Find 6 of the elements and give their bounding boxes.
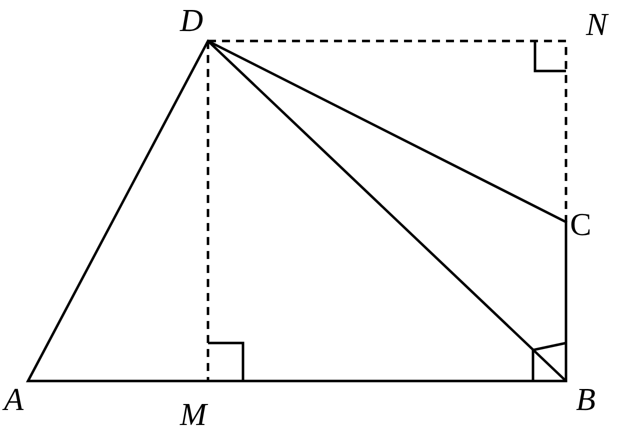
point-label: A: [4, 383, 24, 415]
point-label: D: [180, 4, 204, 36]
point-label: M: [180, 398, 207, 430]
point-label: B: [576, 383, 596, 415]
point-label: N: [586, 8, 608, 40]
point-label: C: [570, 208, 592, 240]
